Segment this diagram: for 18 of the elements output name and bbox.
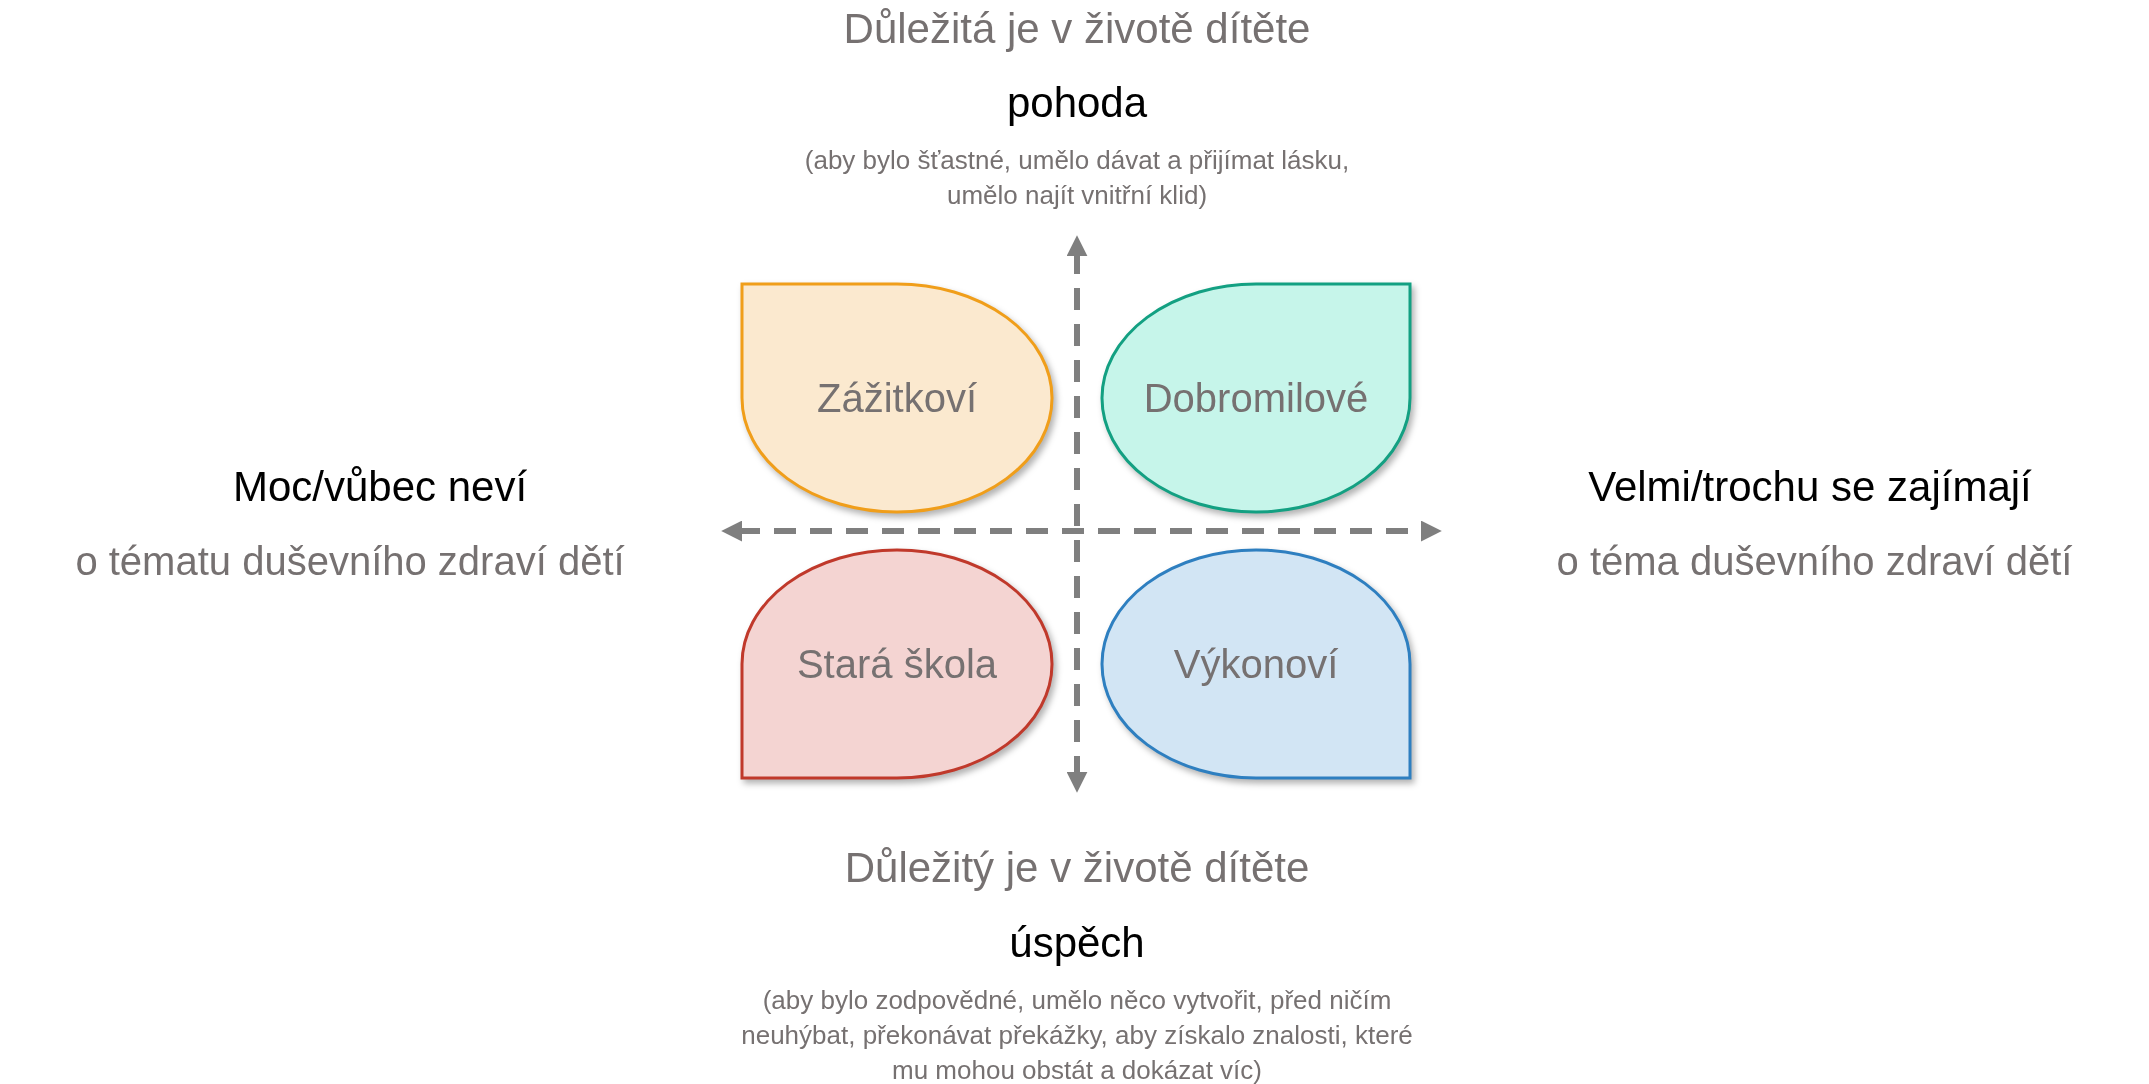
axis-note: (aby bylo zodpovědné, umělo něco vytvořit, před ničím neuhýbat, překonávat překážky, aby získalo znalosti, které mu mohou obstát a dokázat víc): [740, 984, 1414, 1084]
quadrant-label: Stará škola: [796, 641, 998, 687]
axis-keyword: úspěch: [1008, 918, 1146, 968]
axis-heading: Důležitá je v životě dítěte: [842, 4, 1312, 54]
axis-keyword: pohoda: [1005, 78, 1149, 128]
quadrant-shape: [742, 550, 1052, 778]
quadrant-label: Dobromilové: [1143, 375, 1369, 421]
axis-keyword: Moc/vůbec neví: [231, 462, 529, 512]
axis-note: (aby bylo šťastné, umělo dávat a přijímat lásku, umělo najít vnitřní klid): [803, 144, 1351, 213]
axis-keyword: Velmi/trochu se zajímají: [1587, 462, 2033, 512]
quadrant-label: Zážitkoví: [816, 375, 977, 421]
quadrant-label: Výkonoví: [1173, 641, 1339, 687]
quadrant-shape: [1102, 550, 1410, 778]
axis-heading: o téma duševního zdraví dětí: [1555, 538, 2074, 585]
axis-heading: Důležitý je v životě dítěte: [843, 843, 1311, 893]
quadrant-shape: [742, 284, 1052, 512]
axis-heading: o tématu duševního zdraví dětí: [74, 538, 626, 585]
quadrant-shape: [1102, 284, 1410, 512]
